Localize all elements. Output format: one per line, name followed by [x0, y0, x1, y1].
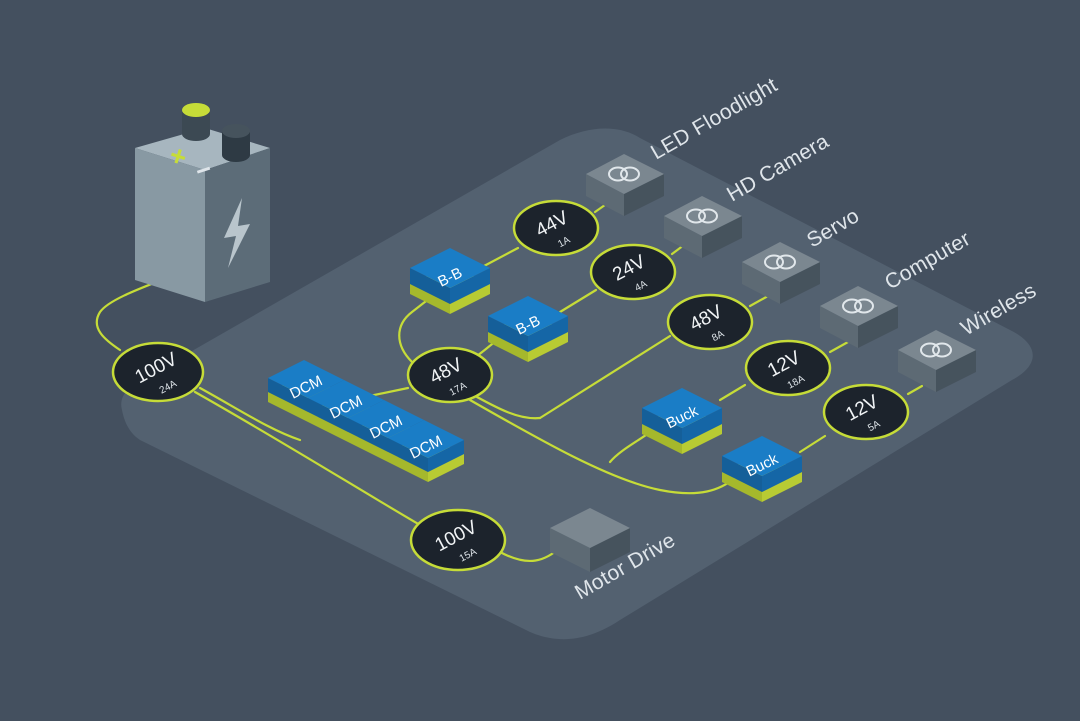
lens-icon [608, 166, 640, 182]
bb-module: B-B [488, 296, 568, 362]
dcm-stack: DCM DCM DCM DCM [268, 360, 464, 482]
voltage-node: 12V 18A [744, 339, 832, 397]
node-current: 1A [556, 235, 572, 251]
load-box-wireless [898, 330, 976, 392]
battery: + − [135, 103, 270, 302]
load-box-servo [742, 242, 820, 304]
load-label-computer: Computer [881, 227, 974, 294]
voltage-node: 48V 8A [666, 293, 754, 351]
dcm-module [388, 420, 464, 482]
lens-icon [686, 208, 718, 224]
motor-drive-box [550, 508, 630, 572]
voltage-node: 100V 24A [111, 341, 205, 403]
load-box-computer [820, 286, 898, 348]
voltage-node: 24V 4A [589, 243, 677, 301]
voltage-node: 100V 15A [409, 508, 507, 572]
node-current: 8A [710, 329, 726, 345]
node-current: 4A [633, 279, 649, 295]
load-label-led-floodlight: LED Floodlight [647, 73, 781, 164]
load-label-hd-camera: HD Camera [723, 130, 833, 207]
lightning-bolt-icon [224, 198, 250, 268]
bb-module: B-B [410, 248, 490, 314]
voltage-node: 44V 1A [512, 199, 600, 257]
lens-icon [842, 298, 874, 314]
voltage-node: 48V 17A [406, 346, 494, 404]
lens-icon [764, 254, 796, 270]
node-current: 5A [866, 419, 882, 435]
load-box-hd-camera [664, 196, 742, 258]
load-box-led-floodlight [586, 154, 664, 216]
buck-module: Buck [642, 388, 722, 454]
voltage-node: 12V 5A [822, 383, 910, 441]
lens-icon [920, 342, 952, 358]
buck-module: Buck [722, 436, 802, 502]
